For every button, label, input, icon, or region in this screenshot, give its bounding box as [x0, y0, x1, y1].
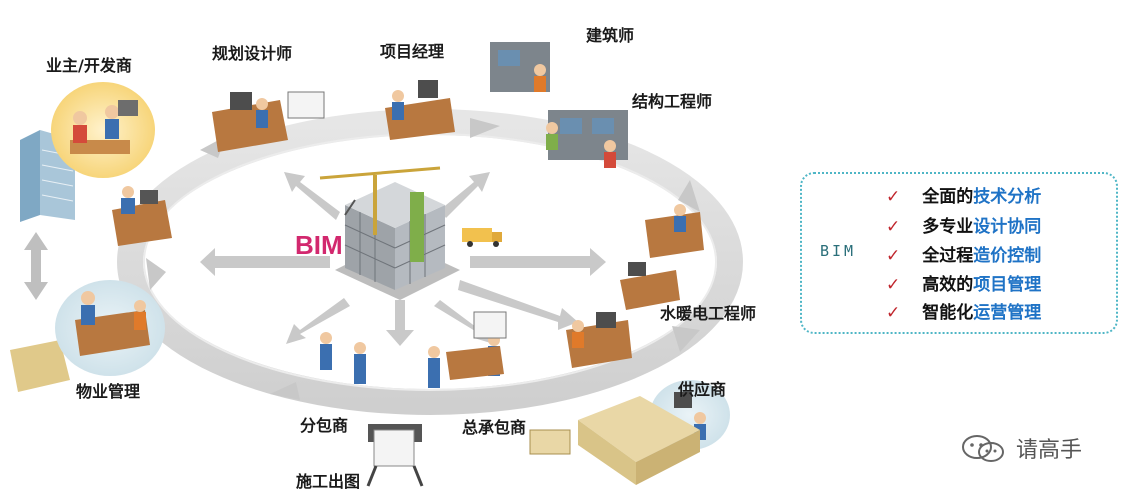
- label-mep-engineer: 水暖电工程师: [660, 304, 757, 323]
- bim-features-box: BIM ✓全面的技术分析 ✓多专业设计协同 ✓全过程造价控制 ✓高效的项目管理 …: [800, 172, 1118, 334]
- label-architect: 建筑师: [586, 26, 635, 45]
- contractor-vignette: [320, 311, 507, 388]
- feature-prefix: 高效的: [922, 275, 974, 295]
- check-icon: ✓: [886, 217, 901, 237]
- feature-highlight: 技术分析: [973, 187, 1042, 207]
- feature-row: ✓ 高效的项目管理: [886, 270, 1041, 295]
- wechat-icon: [962, 435, 1004, 462]
- label-general-contractor: 总承包商: [462, 418, 527, 437]
- owner-vignette: [51, 82, 155, 178]
- check-icon: ✓: [886, 246, 901, 266]
- project-manager-vignette: [385, 80, 455, 140]
- structural-vignette: [546, 110, 628, 168]
- feature-highlight: 设计协同: [973, 217, 1042, 237]
- property-vignette: [55, 280, 165, 376]
- bim-box-label: BIM: [820, 242, 857, 260]
- label-structural-engineer: 结构工程师: [632, 92, 713, 111]
- architect-vignette: [490, 42, 550, 92]
- feature-highlight: 运营管理: [973, 303, 1042, 323]
- feature-prefix: 全过程: [922, 246, 974, 266]
- label-planner: 规划设计师: [212, 44, 293, 63]
- supplier-vignette: [529, 380, 730, 485]
- label-owner: 业主/开发商: [46, 56, 132, 75]
- check-icon: ✓: [886, 275, 901, 295]
- check-icon: ✓: [886, 187, 901, 207]
- feature-row: ✓ 全面的技术分析: [886, 182, 1041, 207]
- feature-prefix: 多专业: [922, 217, 974, 237]
- left-tower-illustration: [10, 130, 75, 392]
- label-project-manager: 项目经理: [380, 42, 445, 61]
- plotter-vignette: [366, 424, 424, 487]
- planner-vignette: [212, 91, 325, 152]
- label-plotting: 施工出图: [296, 472, 361, 491]
- label-supplier: 供应商: [678, 380, 727, 399]
- label-subcontractor: 分包商: [300, 416, 349, 435]
- feature-row: ✓ 多专业设计协同: [886, 212, 1041, 237]
- feature-highlight: 造价控制: [973, 246, 1042, 266]
- building-illustration: [319, 166, 502, 300]
- feature-prefix: 全面的: [922, 187, 974, 207]
- feature-row: ✓ 智能化运营管理: [886, 298, 1041, 323]
- label-property-management: 物业管理: [76, 382, 141, 401]
- feature-row: ✓ 全过程造价控制: [886, 241, 1041, 266]
- owner-desk-vignette: [112, 186, 172, 246]
- mep-vignette: [566, 312, 632, 368]
- watermark-text: 请高手: [1016, 438, 1083, 463]
- engineer-desks-vignette: [620, 204, 704, 310]
- center-bim-label: BIM: [295, 230, 343, 260]
- feature-prefix: 智能化: [922, 303, 974, 323]
- feature-highlight: 项目管理: [973, 275, 1042, 295]
- check-icon: ✓: [886, 303, 901, 323]
